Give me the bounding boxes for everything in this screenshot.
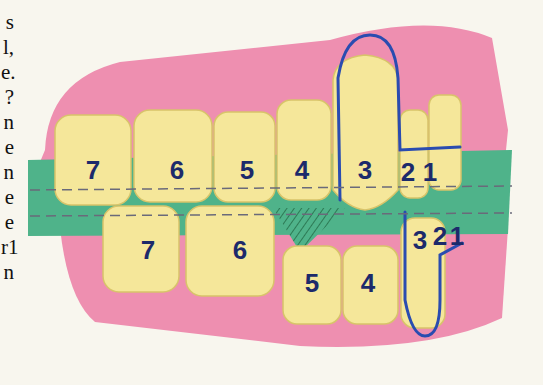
text-fragment: s [6,12,14,33]
tooth-number: 4 [295,157,309,183]
tooth-number: 1 [450,223,464,249]
tooth-number: 3 [358,157,372,183]
tooth-number: 7 [141,237,155,263]
text-fragment: e [5,187,14,208]
text-fragment: e [5,137,14,158]
tooth-number: 5 [240,157,254,183]
text-fragment: n [4,262,15,283]
text-fragment: n [4,162,15,183]
tooth-number: 2 [433,223,447,249]
text-fragment: n [4,112,15,133]
canine-outline [338,35,462,336]
text-fragment: l, [3,37,14,58]
lower-teeth [103,206,445,328]
text-fragment: e [5,212,14,233]
tooth-number: 6 [233,237,247,263]
text-fragment: ? [5,87,14,108]
tooth-number: 5 [305,270,319,296]
tooth-number: 2 [401,159,415,185]
tooth-number: 6 [170,157,184,183]
tooth-number: 4 [361,270,375,296]
dashed-line [30,186,512,216]
text-fragment: e. [1,62,16,83]
tooth-number: 7 [86,157,100,183]
tooth-number: 3 [413,227,427,253]
tooth-number: 1 [423,159,437,185]
text-fragment: r1 [1,237,19,258]
